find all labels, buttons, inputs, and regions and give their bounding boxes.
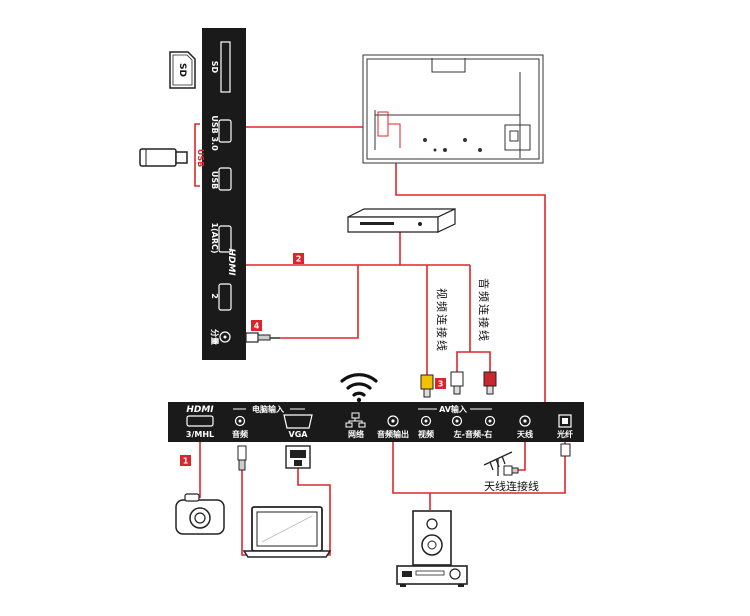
pc-audio-jack: [234, 415, 246, 427]
badge-3-text: 3: [438, 380, 444, 389]
audio-left-rca-plug: [450, 371, 464, 395]
bottom-hdmi3-label: 3/MHL: [186, 430, 214, 439]
badge-3: 3: [435, 378, 446, 389]
pc-audio-label: 音频: [232, 429, 248, 439]
audio-right-rca-plug: [483, 371, 497, 395]
vga-plug: [285, 445, 311, 469]
av-audio-right-jack: [484, 415, 496, 427]
antenna-icon: [483, 451, 513, 476]
usb-stick-icon: USB: [139, 123, 205, 187]
video-rca-plug: [420, 374, 434, 398]
badge-2: 2: [293, 253, 304, 264]
vga-port: [283, 414, 313, 429]
side-hdmi1-label: 1(ARC): [210, 222, 219, 253]
badge-4-text: 4: [254, 322, 260, 331]
wire-tv-to-optical: [395, 160, 546, 402]
network-label: 网络: [348, 429, 364, 439]
rca-plugs: [420, 371, 497, 398]
sd-slot: [220, 41, 231, 93]
side-usb3-label: USB 3.0: [210, 115, 219, 151]
badge-1-text: 1: [183, 457, 189, 466]
antenna-label: 天线: [517, 429, 533, 439]
hdmi1-port: [218, 225, 232, 253]
camera-icon: [175, 493, 225, 535]
hdmi3-port: [186, 415, 214, 427]
tv-back-panel: [362, 54, 544, 164]
laptop-icon: [242, 506, 332, 558]
side-hdmi2-label: 2: [210, 293, 219, 299]
pc-input-group-label: 电脑输入: [252, 404, 284, 414]
component-jack-pin: [223, 335, 227, 339]
av-group-label: AV输入: [439, 404, 467, 414]
badge-1: 1: [180, 455, 191, 466]
side-hdmi-logo: HDMI: [226, 248, 236, 276]
component-plug: [245, 332, 280, 343]
side-panel-body: [202, 28, 246, 360]
badge-4: 4: [251, 320, 262, 331]
dvd-player-icon: [347, 208, 456, 233]
side-panel: SD USB 3.0 USB 1(ARC) HDMI 2 分量: [202, 28, 246, 360]
component-jack: [219, 331, 231, 343]
antenna-cable-label: 天线连接线: [484, 479, 539, 493]
av-audio-label: 左-音频-右: [453, 429, 493, 439]
pc-audio-plug: [237, 445, 247, 471]
bottom-hdmi-logo: HDMI: [186, 405, 214, 415]
vga-label: VGA: [289, 430, 309, 439]
badge-2-text: 2: [296, 255, 302, 264]
side-sd-label: SD: [210, 61, 219, 74]
wifi-icon: [340, 373, 378, 403]
video-cable-label: 视频连接线: [435, 288, 449, 353]
usb3-port: [218, 119, 232, 143]
wire-component: [280, 265, 359, 339]
av-audio-left-jack: [451, 415, 463, 427]
audio-out-jack: [387, 415, 399, 427]
optical-port: [558, 414, 572, 428]
optical-label: 光纤: [556, 429, 573, 439]
av-video-jack: [420, 415, 432, 427]
network-port: [345, 412, 366, 428]
speaker-icon: [412, 510, 452, 566]
side-usb-label: USB: [210, 171, 219, 189]
usb-port: [218, 167, 232, 191]
bottom-panel: HDMI 3/MHL 电脑输入 音频 VGA 网络 音频输出 AV输入 视频: [168, 402, 584, 442]
wire-audio: [456, 265, 491, 372]
sd-card-label: SD: [177, 63, 187, 77]
audio-cable-label: 音频连接线: [477, 278, 491, 343]
antenna-plug: [503, 465, 519, 476]
side-av-label: 分量: [210, 329, 220, 345]
antenna-jack: [519, 415, 531, 427]
usb-stick-label: USB: [196, 149, 205, 167]
av-video-label: 视频: [418, 429, 434, 439]
wire-audio-out: [392, 432, 566, 494]
sd-card-icon: SD: [169, 51, 196, 89]
hdmi2-port: [218, 283, 232, 311]
optical-plug: [560, 443, 571, 457]
audio-out-label: 音频输出: [377, 429, 409, 439]
receiver-icon: [396, 565, 468, 587]
